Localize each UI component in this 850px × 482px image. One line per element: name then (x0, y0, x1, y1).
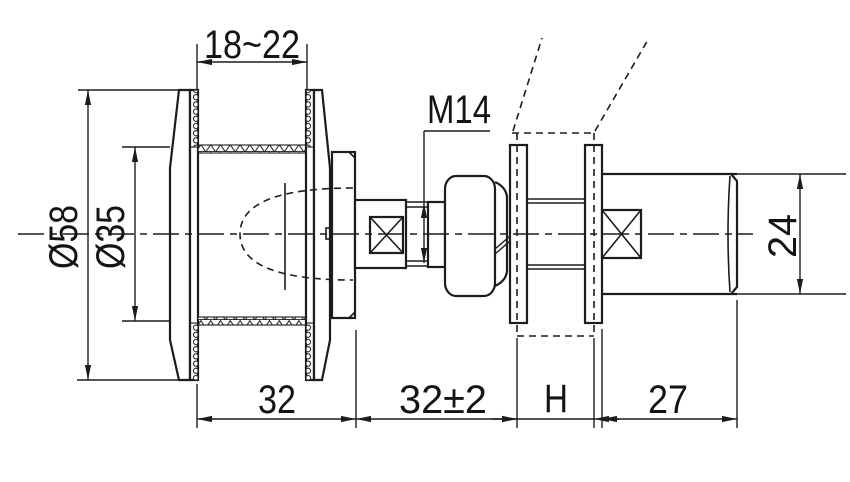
knurl-texture (305, 322, 315, 381)
dim-label-head-seat-diameter: Ø35 (89, 205, 133, 269)
dim-label-head-outer-diameter: Ø58 (42, 205, 86, 269)
tail-end-chamfer (730, 173, 739, 295)
dimension-stud-length: 32±2 (356, 378, 517, 423)
head-boss (330, 150, 357, 320)
dimension-head-length: 32 (196, 330, 357, 428)
dimension-thread-size: M14 (420, 88, 491, 263)
serrated-seat-bottom (197, 316, 307, 326)
dim-label-stud-length: 32±2 (399, 378, 487, 422)
glass-break-line-near (512, 37, 543, 132)
serrated-seat-top (197, 144, 307, 154)
threaded-rod (406, 201, 428, 267)
dimension-tail-length: 27 (601, 300, 738, 428)
dimension-tail-diameter: 24 (737, 173, 846, 295)
dim-label-slot-width: 18~22 (204, 23, 300, 67)
head-front-disc (168, 88, 192, 382)
dim-label-thread-size: M14 (427, 88, 491, 132)
head-rear-disc (312, 88, 332, 382)
dim-label-glass-thickness: H (544, 377, 568, 421)
hidden-ball-head (239, 187, 354, 281)
dim-label-tail-length: 27 (648, 378, 688, 422)
standoff-head (168, 88, 357, 382)
boss-chamfer (348, 151, 356, 319)
extension-line (601, 300, 738, 428)
knurl-texture (305, 89, 315, 148)
extension-line (77, 89, 182, 381)
gasket-cross-hatch (369, 216, 404, 254)
knurl-texture (189, 89, 199, 148)
dimension-slot-width: 18~22 (196, 23, 308, 89)
glass-break-line-far (594, 37, 650, 132)
extension-line (516, 338, 595, 428)
extension-line (196, 44, 308, 89)
dimension-head-seat-diameter: Ø35 (89, 146, 170, 322)
dimensions: 18~22 Ø58 Ø35 M14 32 32±2 (42, 23, 846, 428)
dim-label-tail-diameter: 24 (761, 214, 805, 258)
nut-body (443, 174, 497, 298)
extension-line (737, 173, 846, 295)
dim-label-head-length: 32 (258, 378, 296, 422)
rod-through-glass (527, 198, 585, 270)
knurl-texture (189, 322, 199, 381)
dimension-head-outer-diameter: Ø58 (42, 89, 182, 381)
dimension-glass-thickness: H (492, 338, 619, 428)
extension-line (122, 146, 170, 322)
